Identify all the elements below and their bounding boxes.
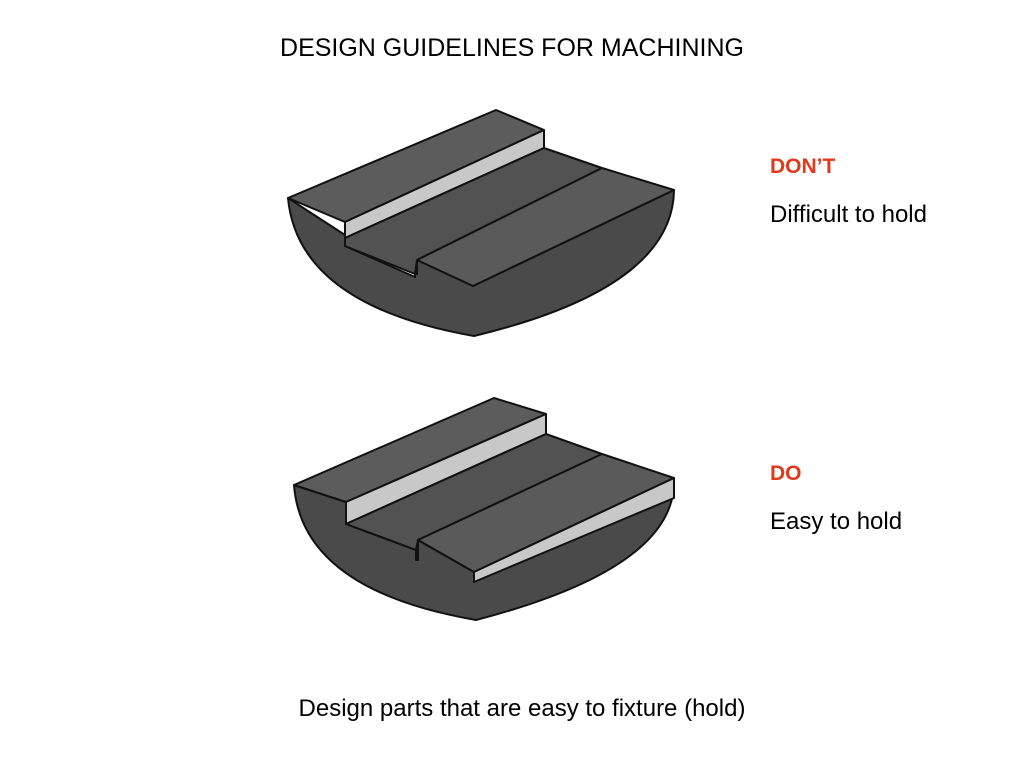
right-ledge-top <box>416 167 675 287</box>
clamping-flat-strip <box>473 477 675 583</box>
do-label: DO <box>770 462 802 485</box>
half-cylinder-part-do-illustration <box>293 397 676 621</box>
do-description: Easy to hold <box>770 508 903 535</box>
slide-title: DESIGN GUIDELINES FOR MACHINING <box>280 34 744 62</box>
half-cylinder-part-dont-illustration <box>287 109 675 337</box>
slide-caption: Design parts that are easy to fixture (h… <box>298 695 746 722</box>
dont-label: DON’T <box>770 155 836 178</box>
dont-description: Difficult to hold <box>770 201 927 228</box>
